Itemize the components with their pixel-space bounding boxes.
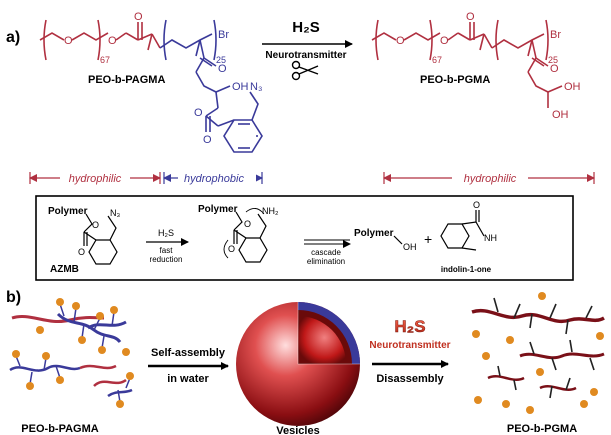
hydrophobic-label-bg [178, 171, 256, 185]
left-br: Br [218, 29, 229, 41]
left-sub-25: 25 [216, 55, 226, 65]
mech-elimination: elimination [307, 257, 345, 266]
right-polymer-name: PEO-b-PGMA [420, 74, 490, 86]
azmb-n3: N₃ [110, 208, 120, 218]
left-azmb-ester-oxygen: O [194, 107, 203, 119]
azmb-structure [83, 213, 118, 265]
in-water-label: in water [167, 373, 209, 385]
intermediate-carbonyl-oxygen: O [228, 244, 235, 254]
left-polymer-name: PEO-b-PAGMA [88, 74, 165, 86]
mech-indolinone-label: indolin-1-one [441, 265, 492, 274]
panel-b-right-polymer: PEO-b-PGMA [507, 423, 577, 435]
right-oh-1: OH [564, 81, 581, 93]
mech-nh2: NH₂ [262, 206, 279, 216]
mech-cascade: cascade [311, 248, 341, 257]
left-hydrophilic-label: hydrophilic [69, 173, 122, 185]
right-br: Br [550, 29, 561, 41]
intermediate-structure [223, 208, 268, 263]
left-hydrophilic-label-bg [60, 171, 130, 185]
right-sub-67: 67 [432, 55, 442, 65]
right-sub-25: 25 [548, 55, 558, 65]
self-assembly-label: Self-assembly [151, 347, 226, 359]
disassembly-label: Disassembly [376, 373, 444, 385]
indolinone-oxygen: O [473, 200, 480, 210]
mech-polymer-2: Polymer [198, 204, 238, 215]
left-pagma-block [159, 19, 263, 153]
indolinone-structure [440, 210, 485, 251]
left-oh: OH [232, 81, 249, 93]
right-polymer-structure [371, 19, 563, 108]
mech-nh: NH [484, 233, 497, 243]
reagent-neurotransmitter: Neurotransmitter [265, 50, 346, 61]
right-hydrophilic-label: hydrophilic [464, 173, 517, 185]
left-n3: N₃ [250, 81, 262, 93]
panel-a-label: a) [6, 29, 20, 46]
left-azmb-carbonyl-oxygen: O [203, 134, 212, 146]
panel-b-left-polymer: PEO-b-PAGMA [21, 423, 98, 435]
right-oh-2: OH [552, 109, 569, 121]
mech-polymer-oh-bond [393, 235, 403, 245]
scissors-icon [291, 60, 319, 81]
mech-reduction: reduction [150, 255, 183, 264]
left-peo-oxygen-1: O [64, 35, 73, 47]
azmb-carbonyl-oxygen: O [78, 247, 85, 257]
azmb-ester-oxygen: O [92, 220, 99, 230]
vesicles-label: Vesicles [276, 425, 319, 435]
panel-b-label: b) [6, 289, 21, 306]
left-sub-67: 67 [100, 55, 110, 65]
azmb-label: AZMB [50, 264, 79, 275]
right-hydrophilic-label-bg [452, 171, 528, 185]
mech-plus: + [424, 231, 432, 247]
vesicle-sphere [236, 302, 360, 426]
left-carbonyl-oxygen: O [134, 11, 143, 23]
left-ester-oxygen: O [218, 63, 227, 75]
right-carbonyl-oxygen: O [466, 11, 475, 23]
mech-polymer-1: Polymer [48, 206, 88, 217]
mechanism-box [35, 195, 574, 281]
left-peo-oxygen-2: O [108, 35, 117, 47]
panel-b-h2s: H₂S [394, 317, 425, 336]
mech-polymer-3: Polymer [354, 228, 394, 239]
panel-b-neurotransmitter: Neurotransmitter [369, 340, 450, 351]
hydrophobic-label: hydrophobic [184, 173, 244, 185]
reagent-h2s: H₂S [292, 19, 320, 36]
right-peo-oxygen-2: O [440, 35, 449, 47]
right-peo-oxygen-1: O [396, 35, 405, 47]
intermediate-ester-oxygen: O [244, 219, 251, 229]
left-peo-block [39, 19, 161, 61]
mech-fast: fast [160, 246, 174, 255]
right-polymer-chains [471, 292, 605, 414]
mech-h2s: H₂S [158, 228, 174, 238]
left-polymer-chains [9, 298, 134, 408]
right-ester-oxygen: O [550, 63, 559, 75]
mech-oh: OH [403, 242, 417, 252]
